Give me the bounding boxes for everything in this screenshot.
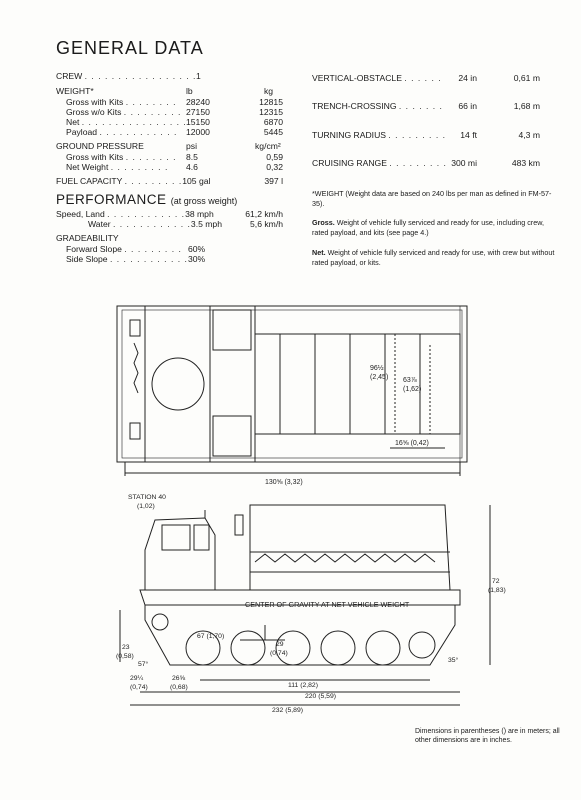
dim-29-quarter-metric: (0,74) <box>130 684 148 691</box>
weight-row-kg: 5445 <box>263 127 283 137</box>
dim-29-metric: (0,74) <box>270 650 288 657</box>
vehicle-side-view-drawing: STATION 40 (1,02) CENTER OF GRAVITY AT N… <box>116 494 506 714</box>
dim-72-metric: (1,83) <box>488 587 506 594</box>
speed-water-label: Water . . . . . . . . . . . .3.5 mph <box>88 219 222 229</box>
dim-26-metric: (0,68) <box>170 684 188 691</box>
crew-value: 1 <box>196 71 201 81</box>
ground-pressure-row-psi: 4.6 <box>186 162 198 172</box>
dim-inner: 63⅞(1,62) <box>403 377 421 393</box>
angle-57: 57° <box>138 660 149 668</box>
ground-pressure-row-label: Gross with Kits . . . . . . . . <box>66 152 177 162</box>
weight-row-kg: 12815 <box>259 97 283 107</box>
gradeability-row-label: Forward Slope . . . . . . . . . <box>66 244 182 254</box>
dim-67: 67 (1,70) <box>197 633 224 640</box>
dim-small: 16⅝ (0,42) <box>395 440 429 447</box>
performance-heading: PERFORMANCE (at gross weight) <box>56 192 238 207</box>
dim-23: 23 <box>122 644 130 651</box>
spec-label: TURNING RADIUS . . . . . . . . . <box>312 130 446 140</box>
weight-row-label: Net . . . . . . . . . . . . . . . . <box>66 117 187 127</box>
ground-pressure-unit-kg: kg/cm² <box>255 141 281 151</box>
dim-29: 29 <box>276 641 284 648</box>
ground-pressure-row-psi: 8.5 <box>186 152 198 162</box>
ground-pressure-unit-psi: psi <box>186 141 197 151</box>
gradeability-label: GRADEABILITY <box>56 233 119 243</box>
dim-width: 96½(2,45) <box>370 364 388 381</box>
weight-label: WEIGHT* <box>56 86 94 96</box>
spec-imperial: 66 in <box>458 101 477 111</box>
ground-pressure-row-kg: 0,32 <box>266 162 283 172</box>
crew-label: CREW . . . . . . . . . . . . . . . . . <box>56 71 197 81</box>
weight-row-label: Gross w/o Kits . . . . . . . . . <box>66 107 182 117</box>
weight-row-kg: 12315 <box>259 107 283 117</box>
fuel-metric: 397 l <box>264 176 283 186</box>
center-of-gravity-label: CENTER OF GRAVITY AT NET VEHICLE WEIGHT <box>245 600 410 609</box>
dim-length: 130⅝ (3,32) <box>265 479 303 486</box>
page-title: GENERAL DATA <box>56 38 204 58</box>
dim-111: 111 (2,82) <box>288 682 318 689</box>
spec-imperial: 300 mi <box>451 158 477 168</box>
spec-metric: 483 km <box>511 158 540 168</box>
spec-imperial: 24 in <box>458 73 477 83</box>
vehicle-top-view-drawing: 96½(2,45) 63⅞(1,62) 16⅝ (0,42) 130⅝ (3,3… <box>116 305 468 486</box>
spec-metric: 0,61 m <box>513 73 540 83</box>
fuel-label: FUEL CAPACITY . . . . . . . . .105 gal <box>56 176 211 186</box>
speed-land-label: Speed, Land . . . . . . . . . . . .38 mp… <box>56 209 214 219</box>
spec-label: VERTICAL-OBSTACLE . . . . . . <box>312 73 442 83</box>
spec-metric: 1,68 m <box>513 101 540 111</box>
spec-label: CRUISING RANGE . . . . . . . . . <box>312 158 447 168</box>
weight-unit-kg: kg <box>264 86 274 96</box>
ground-pressure-label: GROUND PRESSURE <box>56 141 144 151</box>
dim-220: 220 (5,59) <box>305 693 336 700</box>
dim-26: 26⅝ <box>172 675 186 682</box>
dim-232: 232 (5,89) <box>272 707 303 714</box>
weight-row-lb: 27150 <box>186 107 210 117</box>
weight-row-lb: 12000 <box>186 127 210 137</box>
weight-row-lb: 28240 <box>186 97 210 107</box>
dim-29-quarter: 29¼ <box>130 675 144 682</box>
ground-pressure-row-kg: 0,59 <box>266 152 283 162</box>
ground-pressure-row-label: Net Weight . . . . . . . . . <box>66 162 169 172</box>
gradeability-row-label: Side Slope . . . . . . . . . . . . <box>66 254 188 264</box>
dimensions-footnote: Dimensions in parentheses () are in mete… <box>415 728 560 744</box>
dim-23-metric: (0,58) <box>116 653 134 660</box>
gradeability-row-value: 30% <box>188 254 206 264</box>
weight-row-lb: 15150 <box>186 117 210 127</box>
station-metric: (1,02) <box>137 503 155 510</box>
angle-35: 35° <box>448 656 459 664</box>
weight-row-kg: 6870 <box>263 117 283 127</box>
dim-72: 72 <box>492 578 500 585</box>
station-label: STATION 40 <box>128 494 166 501</box>
spec-imperial: 14 ft <box>460 130 477 140</box>
net-note: Net. Weight of vehicle fully serviced an… <box>312 248 555 267</box>
weight-row-label: Payload . . . . . . . . . . . . <box>66 127 178 137</box>
gross-note: Gross. Weight of vehicle fully serviced … <box>312 218 544 237</box>
speed-water-metric: 5,6 km/h <box>250 219 283 229</box>
weight-row-label: Gross with Kits . . . . . . . . <box>66 97 177 107</box>
weight-unit-lb: lb <box>186 86 193 96</box>
weight-note: *WEIGHT (Weight data are based on 240 lb… <box>312 189 552 208</box>
gradeability-row-value: 60% <box>188 244 206 254</box>
spec-label: TRENCH-CROSSING . . . . . . . <box>312 101 443 111</box>
speed-land-metric: 61,2 km/h <box>245 209 283 219</box>
spec-metric: 4,3 m <box>518 130 541 140</box>
